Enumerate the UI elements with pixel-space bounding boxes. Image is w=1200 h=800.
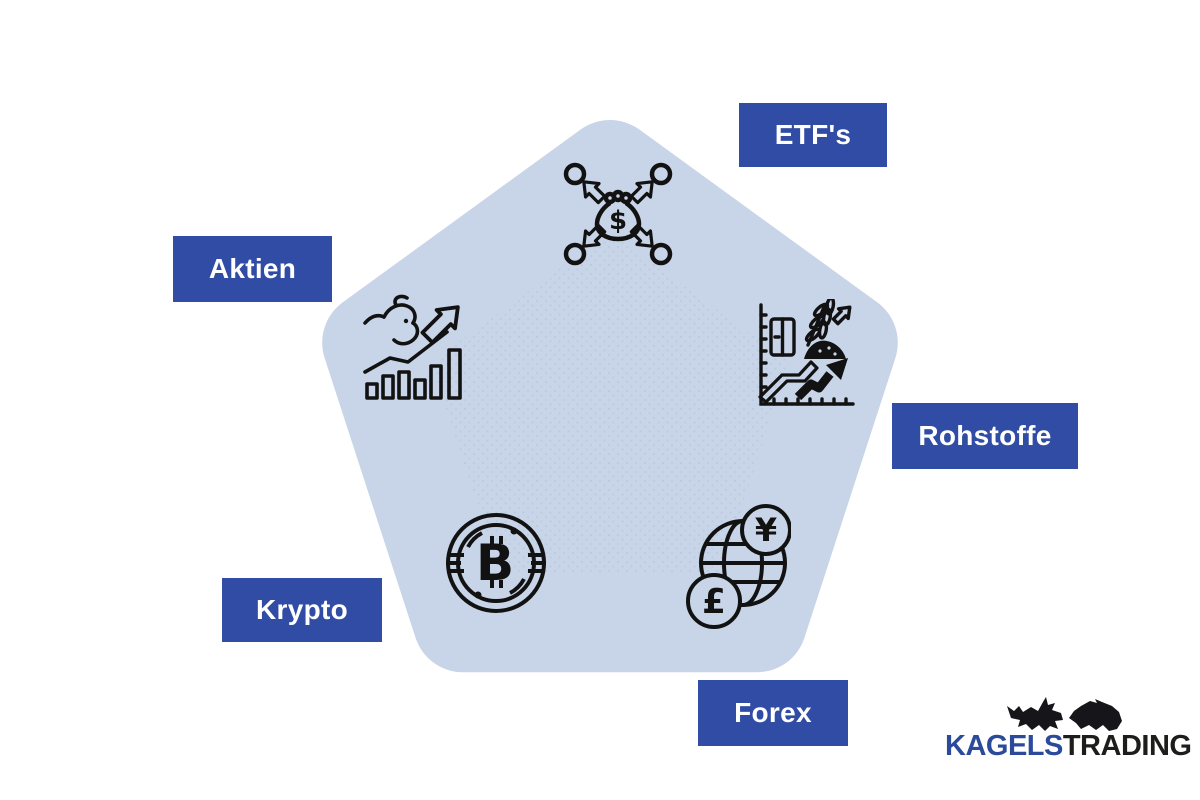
kagels-trading-logo: KAGELSTRADING: [945, 694, 1192, 766]
label-forex: Forex: [698, 680, 848, 746]
bitcoin-circuit-icon: B: [444, 510, 548, 616]
bull-icon: [1007, 697, 1063, 731]
label-aktien: Aktien: [173, 236, 332, 302]
pound-glyph: £: [702, 582, 726, 622]
bull-stock-chart-icon: [363, 292, 475, 402]
label-krypto: Krypto: [222, 578, 382, 642]
pentagon-shape: [322, 120, 898, 673]
etf-diversification-icon: $: [563, 162, 673, 266]
logo-text-trading: TRADING: [1062, 730, 1192, 762]
bitcoin-b-glyph: B: [476, 534, 514, 592]
label-etfs-text: ETF's: [774, 119, 852, 150]
label-aktien-text: Aktien: [208, 253, 297, 284]
bull-bear-logo-icons: [1007, 697, 1122, 731]
dollar-glyph: $: [609, 206, 627, 236]
label-krypto-text: Krypto: [255, 594, 349, 625]
yen-glyph: ¥: [755, 511, 777, 549]
label-forex-text: Forex: [734, 697, 812, 728]
label-etfs: ETF's: [739, 103, 887, 167]
bear-icon: [1069, 699, 1122, 731]
label-rohstoffe-text: Rohstoffe: [918, 420, 1052, 451]
label-rohstoffe: Rohstoffe: [892, 403, 1078, 469]
forex-globe-icon: ¥ £: [685, 502, 791, 629]
commodities-chart-icon: [754, 299, 856, 412]
logo-text-kagels: KAGELS: [945, 730, 1063, 762]
logo-text: KAGELSTRADING: [945, 730, 1192, 763]
